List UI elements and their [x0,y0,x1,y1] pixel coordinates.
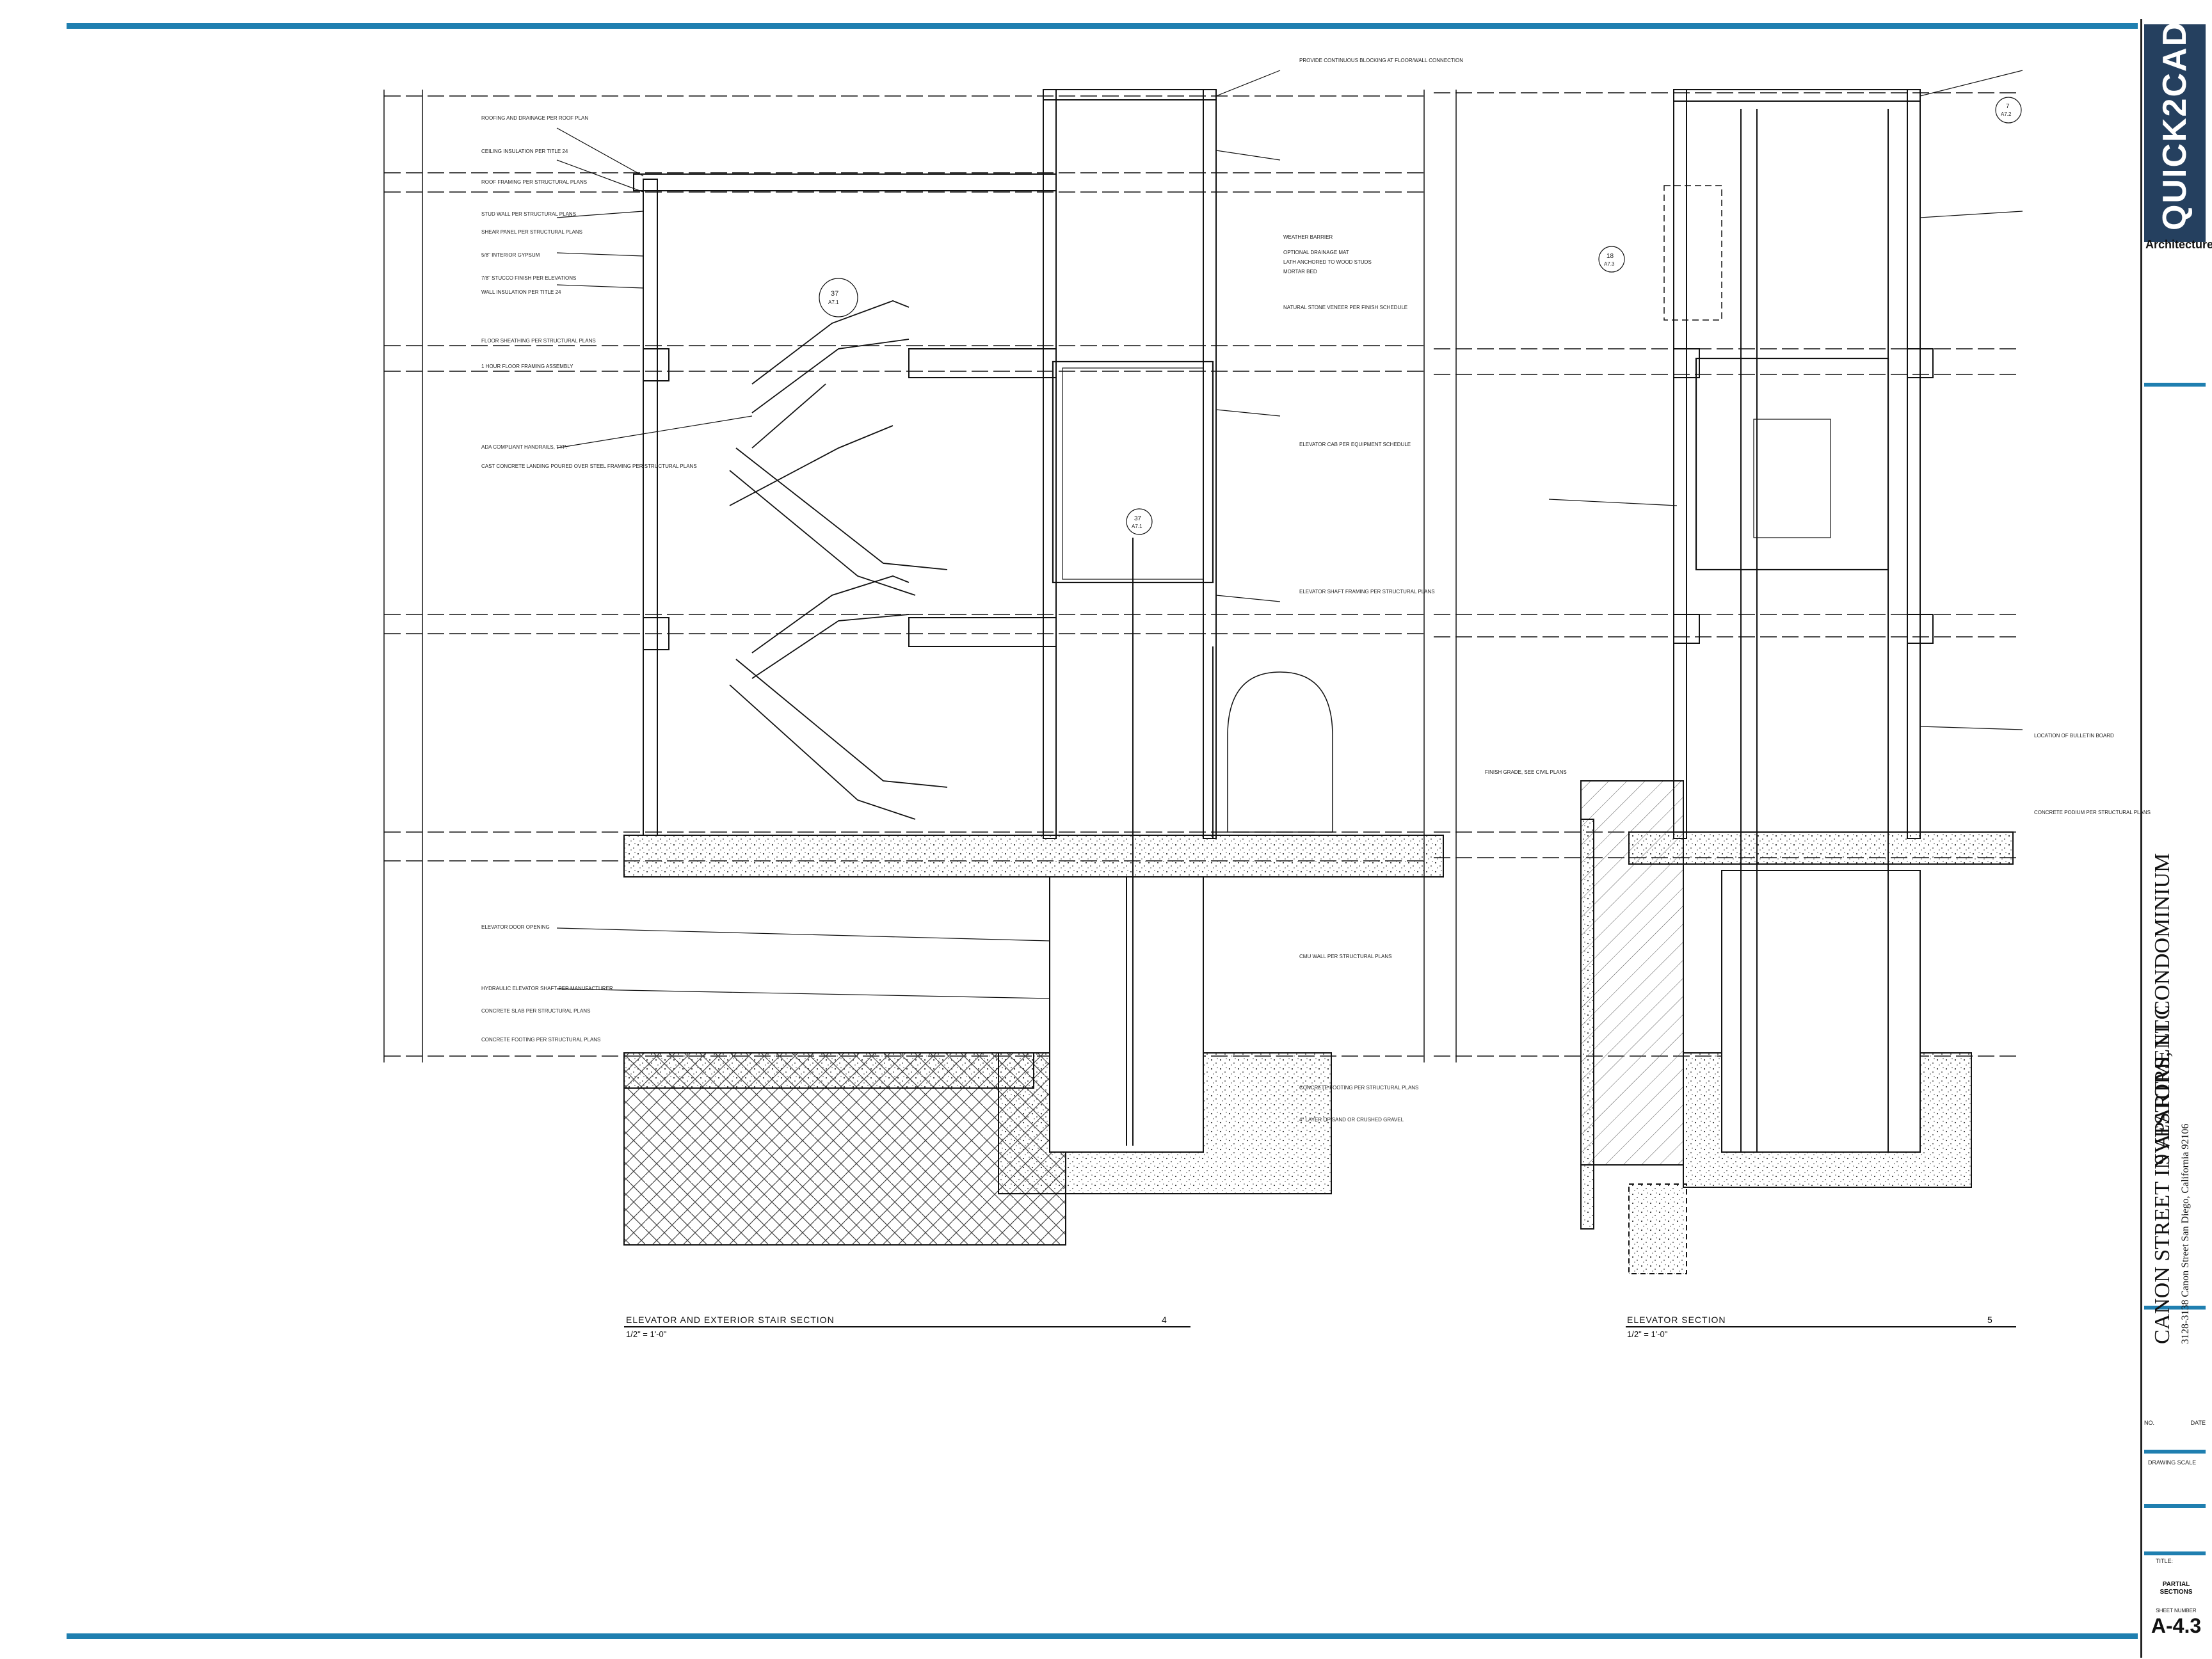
note-left-12: CAST CONCRETE LANDING POURED OVER STEEL … [481,463,697,469]
note-left-9: FLOOR SHEATHING PER STRUCTURAL PLANS [481,338,596,344]
firm-logo [2144,24,2206,242]
callout-18: 18 [1607,253,1614,260]
drawing-scale-5: 1/2" = 1'-0" [1627,1329,1668,1339]
title-block [2140,19,2212,1658]
top-border-bar [67,23,2138,29]
note-right-13: CONCRETE PODIUM PER STRUCTURAL PLANS [2034,810,2151,815]
note-left-6: 5/8" INTERIOR GYPSUM [481,252,540,258]
note-right-3: OPTIONAL DRAINAGE MAT [1283,250,1349,255]
note-right-5: MORTAR BED [1283,269,1317,275]
sheet-number: A-4.3 [2151,1614,2202,1637]
owner-block: CANON STREET INVESTORS, LLC 3128-3138 Ca… [2151,858,2212,1344]
sheet-title: PARTIAL SECTIONS [2160,1581,2193,1596]
note-right-11: 4" LAYER OF SAND OR CRUSHED GRAVEL [1299,1117,1404,1123]
drawing-scale-label: DRAWING SCALE [2148,1459,2197,1466]
note-right-8: ELEVATOR SHAFT FRAMING PER STRUCTURAL PL… [1299,589,1435,595]
firm-logo-text: QUICK2CAD [2156,20,2193,230]
note-right-12: LOCATION OF BULLETIN BOARD [2034,733,2114,739]
callout-7: 7 [2006,103,2010,110]
titleblock-divider-5 [2144,1551,2206,1555]
note-right-14: FINISH GRADE, SEE CIVIL PLANS [1485,769,1567,775]
drawing-title-5: ELEVATOR SECTION [1627,1315,1726,1325]
note-left-11: ADA COMPLIANT HANDRAILS, TYP. [481,444,567,450]
note-right-6: NATURAL STONE VENEER PER FINISH SCHEDULE [1283,305,1408,310]
note-right-1: PROVIDE CONTINUOUS BLOCKING AT FLOOR/WAL… [1299,58,1464,63]
note-left-8: WALL INSULATION PER TITLE 24 [481,289,561,295]
note-left-5: SHEAR PANEL PER STRUCTURAL PLANS [481,229,582,235]
drawing-title-4: ELEVATOR AND EXTERIOR STAIR SECTION [626,1315,835,1325]
revision-header: NO. DATE [2144,1420,2206,1426]
owner-name: CANON STREET INVESTORS, LLC [2151,1005,2174,1344]
bottom-border-bar [67,1633,2138,1639]
titleblock-divider-3 [2144,1450,2206,1454]
drawing-scale-4: 1/2" = 1'-0" [626,1329,667,1339]
firm-name: Architecture [2145,238,2212,251]
note-left-1: ROOFING AND DRAINAGE PER ROOF PLAN [481,115,589,121]
note-left-14: HYDRAULIC ELEVATOR SHAFT PER MANUFACTURE… [481,986,613,991]
note-right-10: CONCRETE FOOTING PER STRUCTURAL PLANS [1299,1085,1419,1091]
note-left-15: CONCRETE SLAB PER STRUCTURAL PLANS [481,1008,591,1014]
note-left-13: ELEVATOR DOOR OPENING [481,924,550,930]
note-left-7: 7/8" STUCCO FINISH PER ELEVATIONS [481,275,577,281]
note-right-2: WEATHER BARRIER [1283,234,1333,240]
titleblock-divider-1 [2144,383,2206,387]
callout-37-cab: 37 [1134,515,1142,522]
callout-a72: A7.2 [2001,111,2012,117]
note-left-2: CEILING INSULATION PER TITLE 24 [481,148,568,154]
callout-a71-left: A7.1 [828,300,839,305]
callout-a71-cab: A7.1 [1132,524,1142,529]
rev-no-label: NO. [2144,1420,2155,1426]
callout-a73: A7.3 [1604,261,1615,267]
note-right-9: CMU WALL PER STRUCTURAL PLANS [1299,954,1392,959]
note-left-4: STUD WALL PER STRUCTURAL PLANS [481,211,577,217]
note-right-4: LATH ANCHORED TO WOOD STUDS [1283,259,1372,265]
note-left-3: ROOF FRAMING PER STRUCTURAL PLANS [481,179,588,185]
note-right-7: ELEVATOR CAB PER EQUIPMENT SCHEDULE [1299,442,1411,447]
drawing-number-5: 5 [1987,1315,1992,1325]
note-left-16: CONCRETE FOOTING PER STRUCTURAL PLANS [481,1037,601,1043]
title-label: TITLE: [2156,1558,2174,1564]
sheet-number-label: SHEET NUMBER [2156,1608,2197,1614]
note-left-10: 1 HOUR FLOOR FRAMING ASSEMBLY [481,364,573,369]
callout-37-left: 37 [831,290,839,298]
rev-date-label: DATE [2190,1420,2206,1426]
drawing-number-4: 4 [1162,1315,1167,1325]
titleblock-divider-2 [2144,1306,2206,1310]
owner-address: 3128-3138 Canon Street San Diego, Califo… [2180,1123,2191,1344]
titleblock-divider-4 [2144,1504,2206,1508]
